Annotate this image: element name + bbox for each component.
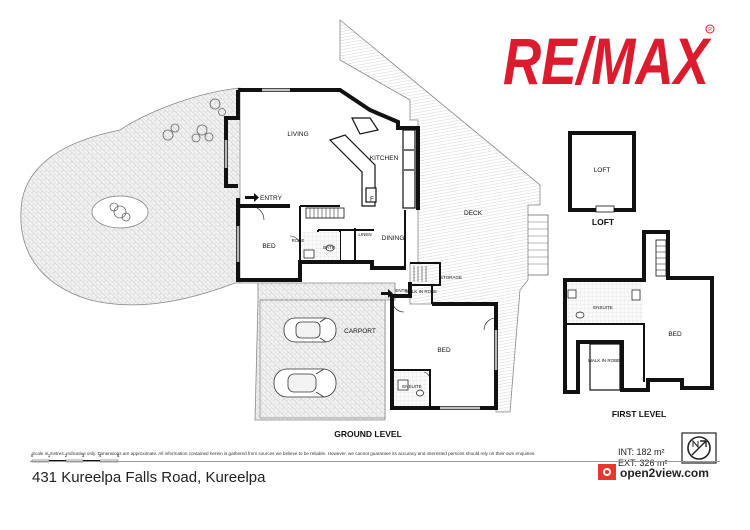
open2view-text: open2view.com <box>620 466 709 480</box>
stair-well <box>305 207 345 219</box>
north-arrow-icon <box>681 432 717 464</box>
room-label-dining: DINING <box>382 235 405 242</box>
room-label-loft: LOFT <box>594 167 611 174</box>
car-icon <box>273 317 337 398</box>
scale-tick: 0 <box>31 453 34 458</box>
open2view-logo: open2view.com <box>598 463 722 483</box>
room-label-walk-in-robe-2: WALK IN ROBE <box>588 358 620 363</box>
room-label-fridge: F <box>370 196 374 203</box>
loft-plan: LOFT LOFT <box>568 131 636 227</box>
room-label-bed: BED <box>262 243 276 250</box>
room-label-robe: ROBE <box>292 238 305 243</box>
deck-stairs <box>528 214 549 276</box>
remax-logo: RE/MAX R <box>503 24 715 98</box>
logo-text: RE/MAX <box>503 24 712 98</box>
room-label-bath: BATH <box>323 245 335 250</box>
garden-bed <box>91 195 149 229</box>
entry-arrow-icon <box>245 193 393 298</box>
room-label-living: LIVING <box>287 131 308 138</box>
room-label-carport: CARPORT <box>344 328 376 335</box>
property-address: 431 Kureelpa Falls Road, Kureelpa <box>32 469 266 486</box>
room-label-deck: DECK <box>464 210 483 217</box>
level-title-ground: GROUND LEVEL <box>334 429 402 439</box>
footer-divider <box>30 461 720 462</box>
area-internal: INT: 182 m² <box>618 447 665 457</box>
scale-tick: 5 <box>117 453 120 458</box>
scale-tick: 1 <box>48 453 51 458</box>
room-label-entry-2: ENTRY <box>395 288 410 293</box>
room-label-linen: LINEN <box>358 232 371 237</box>
room-label-ensuite-2: ENSUITE <box>593 305 613 310</box>
kitchen-fittings <box>328 117 416 209</box>
scale-tick: 4 <box>99 453 102 458</box>
room-label-walk-in-robe: WALK IN ROBE <box>405 289 437 294</box>
room-label-ensuite: ENSUITE <box>402 384 422 389</box>
ground-level-room-labels: LIVING KITCHEN ENTRY F DINING DECK BED R… <box>260 131 483 439</box>
level-title-loft: LOFT <box>592 217 615 227</box>
svg-text:R: R <box>708 27 712 33</box>
level-title-first: FIRST LEVEL <box>612 409 666 419</box>
disclaimer-text: Scale in metres. Indicative only. Dimens… <box>32 451 536 456</box>
area-external: EXT: 326 m² <box>618 458 668 468</box>
room-label-kitchen: KITCHEN <box>370 155 399 162</box>
room-label-entry: ENTRY <box>260 195 283 202</box>
room-label-bed-2: BED <box>437 347 451 354</box>
room-label-storage: STORAGE <box>440 275 462 280</box>
tree-icon <box>109 98 226 222</box>
room-label-bed-3: BED <box>668 331 682 338</box>
scale-tick: 2 <box>65 453 68 458</box>
first-level-plan: ENSUITE BED WALK IN ROBE FIRST LEVEL <box>563 230 714 419</box>
scale-tick: 3 <box>82 453 85 458</box>
